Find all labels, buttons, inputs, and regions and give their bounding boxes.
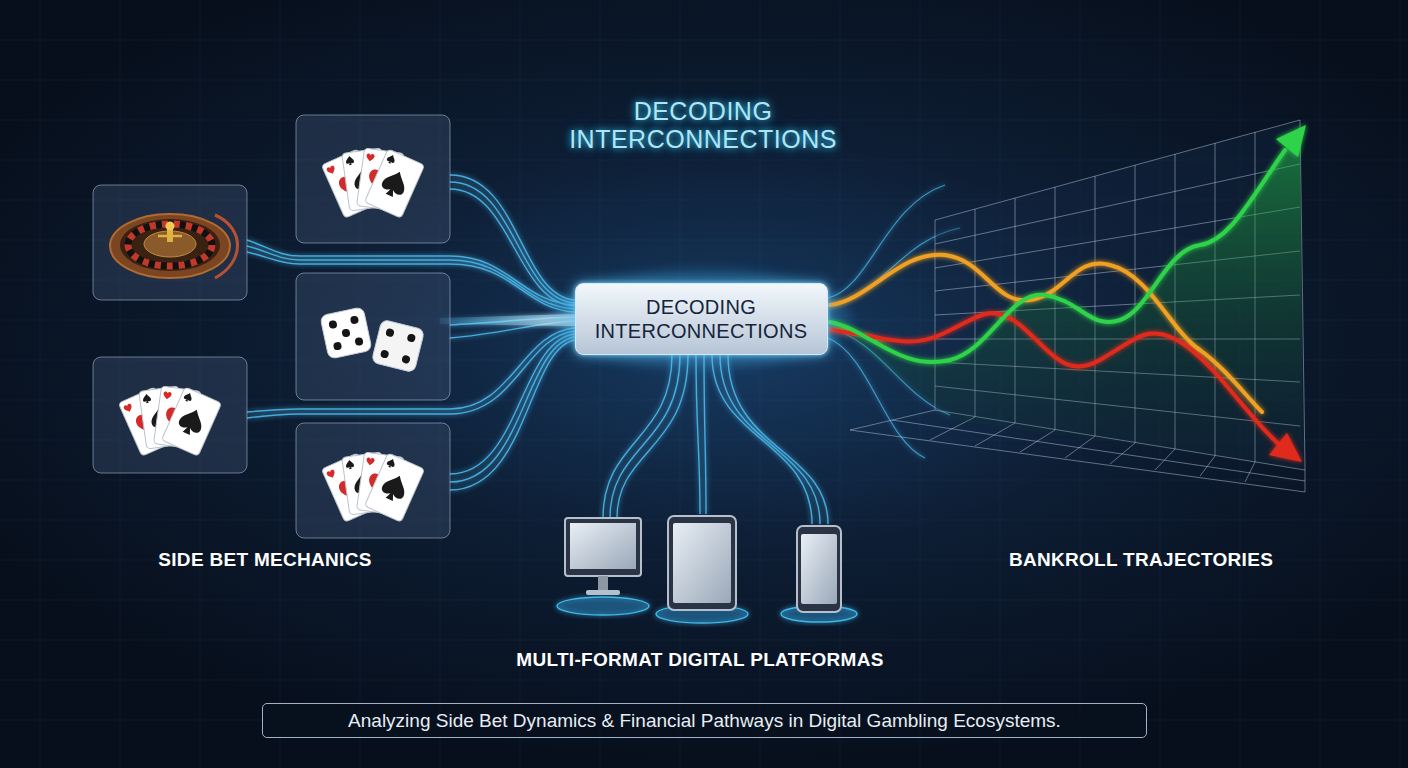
box-text: DECODING INTERCONNECTIONS xyxy=(595,295,808,343)
dice-icon-part xyxy=(371,319,424,372)
dice-icon-part-part xyxy=(380,349,390,359)
trajectory-lines xyxy=(830,150,1285,445)
dice-icon-part-part xyxy=(401,354,411,364)
background-grid-part xyxy=(0,40,1408,720)
flow-lines-part xyxy=(450,334,575,474)
roulette-icon xyxy=(93,185,247,300)
dice-icon-part-part xyxy=(350,315,359,324)
section-label: BANKROLL TRAJECTORIES xyxy=(1009,549,1273,571)
roulette-icon-part xyxy=(166,222,175,231)
monitor-icon xyxy=(565,518,641,595)
platform-lines-part xyxy=(712,355,812,524)
process-box: DECODING INTERCONNECTIONS xyxy=(575,283,828,355)
flow-lines-part xyxy=(450,337,575,482)
platform-lines-part xyxy=(704,355,706,514)
section-label-box: MULTI-FORMAT DIGITAL PLATFORMAS xyxy=(470,649,930,671)
phone-icon-part xyxy=(801,534,837,604)
platform-lines-part xyxy=(728,355,828,524)
trajectory-lines-part xyxy=(830,255,1262,412)
phone-icon xyxy=(797,526,841,612)
output-lines-part xyxy=(828,185,945,298)
tablet-icon-part xyxy=(668,516,736,610)
cards-icon-part xyxy=(93,357,247,473)
cards-icon-part xyxy=(321,452,424,522)
flow-lines-part xyxy=(450,182,575,303)
flow-lines-part xyxy=(450,189,575,306)
monitor-icon-part xyxy=(570,523,636,569)
roulette-icon-part xyxy=(158,235,182,238)
caption-text: Analyzing Side Bet Dynamics & Financial … xyxy=(348,710,1061,732)
section-label: MULTI-FORMAT DIGITAL PLATFORMAS xyxy=(516,649,883,671)
background-grid-part xyxy=(40,0,1400,768)
roulette-icon-part xyxy=(110,214,230,278)
trajectory-lines-part xyxy=(830,150,1285,362)
cards-icon-part xyxy=(118,386,221,456)
tablet-icon-part xyxy=(673,523,731,603)
cards-icon xyxy=(296,423,450,538)
tablet-icon xyxy=(668,516,736,610)
platform-lines-part xyxy=(617,355,688,518)
dice-icon xyxy=(296,273,450,400)
flow-lines-part xyxy=(450,340,575,490)
dice-icon-part-part xyxy=(333,341,342,350)
dice-icon-part-part xyxy=(406,333,416,343)
dice-icon-part-part xyxy=(320,307,372,359)
dice-icon-part-part xyxy=(354,337,363,346)
platform-lines xyxy=(603,355,828,524)
green-area xyxy=(830,130,1303,468)
caption-frame: Analyzing Side Bet Dynamics & Financial … xyxy=(262,703,1147,738)
phone-icon-part xyxy=(797,526,841,612)
monitor-icon-part xyxy=(565,518,641,576)
title-block: DECODING INTERCONNECTIONS xyxy=(513,97,893,153)
cards-icon xyxy=(296,115,450,243)
trajectory-lines-part xyxy=(830,313,1280,445)
dice-icon-part-part xyxy=(341,328,350,337)
cards-icon-part xyxy=(321,148,424,218)
arrow-heads-part xyxy=(1276,125,1306,157)
arrow-heads-part xyxy=(1269,433,1302,462)
arrow-heads xyxy=(1269,125,1306,462)
monitor-icon-part xyxy=(598,576,608,590)
roulette-icon-part xyxy=(120,219,220,271)
cards-icon-part xyxy=(296,115,450,243)
roulette-icon-part xyxy=(144,231,196,257)
roulette-icon-part xyxy=(93,185,247,300)
dice-icon-part-part xyxy=(328,320,337,329)
section-label-box: BANKROLL TRAJECTORIES xyxy=(911,549,1371,571)
dice-icon-part-part xyxy=(371,319,424,372)
dice-icon-part xyxy=(296,273,450,400)
section-label-box: SIDE BET MECHANICS xyxy=(35,549,495,571)
section-label: SIDE BET MECHANICS xyxy=(158,549,371,571)
platform-lines-part xyxy=(696,355,700,514)
cards-icon xyxy=(93,357,247,473)
device-platforms-part xyxy=(557,597,649,615)
cards-icon-part xyxy=(296,423,450,538)
diagram-title: DECODING INTERCONNECTIONS xyxy=(543,97,863,153)
dice-icon-part xyxy=(320,307,372,359)
dice-icon-part-part xyxy=(385,328,395,338)
core-glow xyxy=(551,269,851,369)
monitor-icon-part xyxy=(586,590,620,595)
